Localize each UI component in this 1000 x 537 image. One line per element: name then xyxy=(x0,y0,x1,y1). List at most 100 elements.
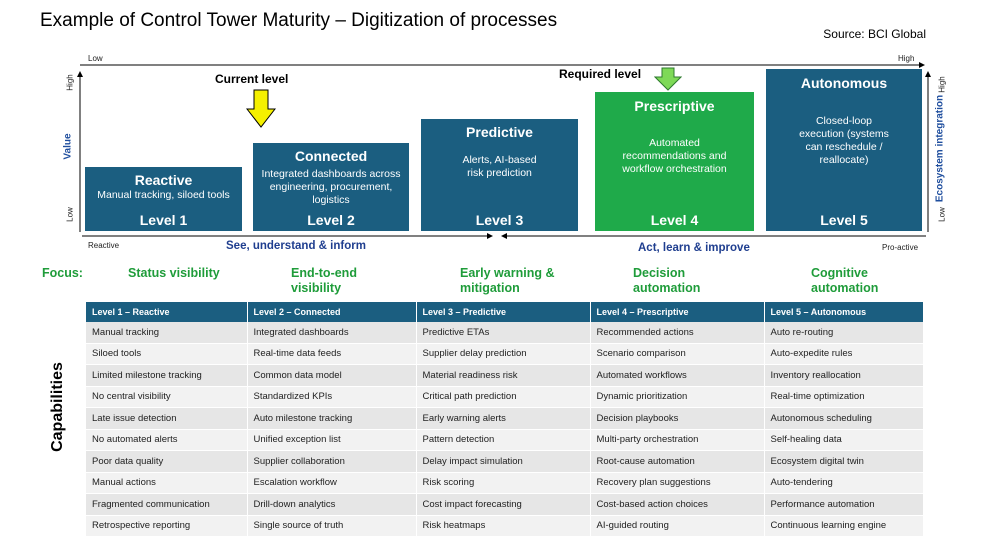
left-axis-label: Value xyxy=(62,133,74,160)
table-cell: Late issue detection xyxy=(86,407,248,430)
level-number: Level 2 xyxy=(307,212,355,228)
left-axis-low: Low xyxy=(65,207,75,222)
table-row: No automated alerts Unified exception li… xyxy=(86,429,924,451)
current-level-label: Current level xyxy=(215,72,289,86)
table-cell: Supplier delay prediction xyxy=(416,343,591,365)
column-header: Level 3 – Predictive xyxy=(416,302,591,322)
table-cell: Delay impact simulation xyxy=(416,450,591,473)
table-cell: Inventory reallocation xyxy=(764,364,924,387)
level-box-prescriptive: Prescriptive Automated recommendations a… xyxy=(595,92,754,231)
table-cell: Dynamic prioritization xyxy=(590,386,765,408)
column-header: Level 2 – Connected xyxy=(247,302,417,322)
table-cell: Retrospective reporting xyxy=(86,515,248,537)
table-row: Poor data quality Supplier collaboration… xyxy=(86,450,924,473)
table-cell: Self-healing data xyxy=(764,429,924,451)
table-cell: Early warning alerts xyxy=(416,407,591,430)
table-cell: Real-time optimization xyxy=(764,386,924,408)
table-cell: Cost impact forecasting xyxy=(416,493,591,516)
table-cell: Supplier collaboration xyxy=(247,450,417,473)
table-cell: Standardized KPIs xyxy=(247,386,417,408)
table-cell: Escalation workflow xyxy=(247,472,417,494)
table-cell: Performance automation xyxy=(764,493,924,516)
bottom-axis-reactive: Reactive xyxy=(88,241,120,250)
table-cell: Scenario comparison xyxy=(590,343,765,365)
level-name: Connected xyxy=(294,148,368,164)
level-box-autonomous: Autonomous Closed-loop execution (system… xyxy=(766,69,922,231)
required-level-label: Required level xyxy=(559,67,642,81)
table-row: No central visibility Standardized KPIs … xyxy=(86,386,924,408)
table-header-row: Level 1 – Reactive Level 2 – Connected L… xyxy=(86,302,924,322)
table-cell: Single source of truth xyxy=(247,515,417,537)
top-axis-low: Low xyxy=(88,54,103,63)
level-number: Level 4 xyxy=(650,212,699,228)
table-cell: Recovery plan suggestions xyxy=(590,472,765,494)
table-row: Siloed tools Real-time data feeds Suppli… xyxy=(86,343,924,365)
table-cell: Material readiness risk xyxy=(416,364,591,387)
table-cell: Drill-down analytics xyxy=(247,493,417,516)
table-cell: Real-time data feeds xyxy=(247,343,417,365)
focus-item-end-to-end-visibility: End-to-end visibility xyxy=(291,266,357,295)
table-cell: Recommended actions xyxy=(590,322,765,344)
table-cell: Autonomous scheduling xyxy=(764,407,924,430)
level-box-predictive: Predictive Alerts, AI-based risk predict… xyxy=(421,119,578,231)
right-axis-label: Ecosystem integration xyxy=(934,94,946,203)
focus-item-cognitive-automation: Cognitive automation xyxy=(811,266,879,295)
table-cell: Predictive ETAs xyxy=(416,322,591,344)
table-cell: Multi-party orchestration xyxy=(590,429,765,451)
table-cell: Unified exception list xyxy=(247,429,417,451)
table-cell: Risk scoring xyxy=(416,472,591,494)
level-number: Level 1 xyxy=(139,212,188,228)
table-cell: Continuous learning engine xyxy=(764,515,924,537)
level-number: Level 3 xyxy=(475,212,524,228)
axis-frame xyxy=(77,62,931,239)
table-cell: Poor data quality xyxy=(86,450,248,473)
table-cell: Cost-based action choices xyxy=(590,493,765,516)
table-row: Retrospective reporting Single source of… xyxy=(86,515,924,537)
table-cell: No automated alerts xyxy=(86,429,248,451)
current-level-arrow-icon xyxy=(246,89,276,128)
column-header: Level 4 – Prescriptive xyxy=(590,302,765,322)
table-cell: Auto-tendering xyxy=(764,472,924,494)
table-cell: Ecosystem digital twin xyxy=(764,450,924,473)
table-cell: Auto-expedite rules xyxy=(764,343,924,365)
level-name: Prescriptive xyxy=(634,98,715,114)
capabilities-table: Level 1 – Reactive Level 2 – Connected L… xyxy=(86,302,924,537)
level-box-reactive: Reactive Manual tracking, siloed tools L… xyxy=(85,167,242,231)
table-cell: No central visibility xyxy=(86,386,248,408)
table-cell: Limited milestone tracking xyxy=(86,364,248,387)
table-cell: AI-guided routing xyxy=(590,515,765,537)
level-name: Autonomous xyxy=(800,75,888,91)
phase-see-understand: See, understand & inform xyxy=(226,240,366,252)
focus-label: Focus: xyxy=(42,266,83,280)
level-description: Manual tracking, siloed tools xyxy=(97,189,230,201)
capabilities-label: Capabilities xyxy=(49,362,66,452)
table-cell: Auto milestone tracking xyxy=(247,407,417,430)
level-description: Integrated dashboards across engineering… xyxy=(261,168,401,206)
level-description: Alerts, AI-based risk prediction xyxy=(462,154,537,179)
right-axis-low: Low xyxy=(937,207,947,222)
table-cell: Manual tracking xyxy=(86,322,248,344)
table-cell: Root-cause automation xyxy=(590,450,765,473)
table-cell: Automated workflows xyxy=(590,364,765,387)
level-number: Level 5 xyxy=(820,212,868,228)
table-row: Manual tracking Integrated dashboards Pr… xyxy=(86,322,924,344)
bottom-axis-proactive: Pro-active xyxy=(882,243,919,252)
table-cell: Siloed tools xyxy=(86,343,248,365)
page-title: Example of Control Tower Maturity – Digi… xyxy=(40,10,558,31)
table-cell: Decision playbooks xyxy=(590,407,765,430)
level-description: Closed-loop execution (systems can resch… xyxy=(799,115,889,166)
level-box-connected: Connected Integrated dashboards across e… xyxy=(253,143,409,231)
left-axis-high: High xyxy=(65,74,75,91)
table-cell: Pattern detection xyxy=(416,429,591,451)
top-axis-high: High xyxy=(898,54,915,63)
source-note: Source: BCI Global xyxy=(823,27,926,41)
table-row: Late issue detection Auto milestone trac… xyxy=(86,407,924,430)
table-row: Manual actions Escalation workflow Risk … xyxy=(86,472,924,494)
table-cell: Common data model xyxy=(247,364,417,387)
table-row: Fragmented communication Drill-down anal… xyxy=(86,493,924,516)
table-cell: Manual actions xyxy=(86,472,248,494)
column-header: Level 1 – Reactive xyxy=(86,302,248,322)
table-cell: Integrated dashboards xyxy=(247,322,417,344)
table-cell: Risk heatmaps xyxy=(416,515,591,537)
table-cell: Fragmented communication xyxy=(86,493,248,516)
